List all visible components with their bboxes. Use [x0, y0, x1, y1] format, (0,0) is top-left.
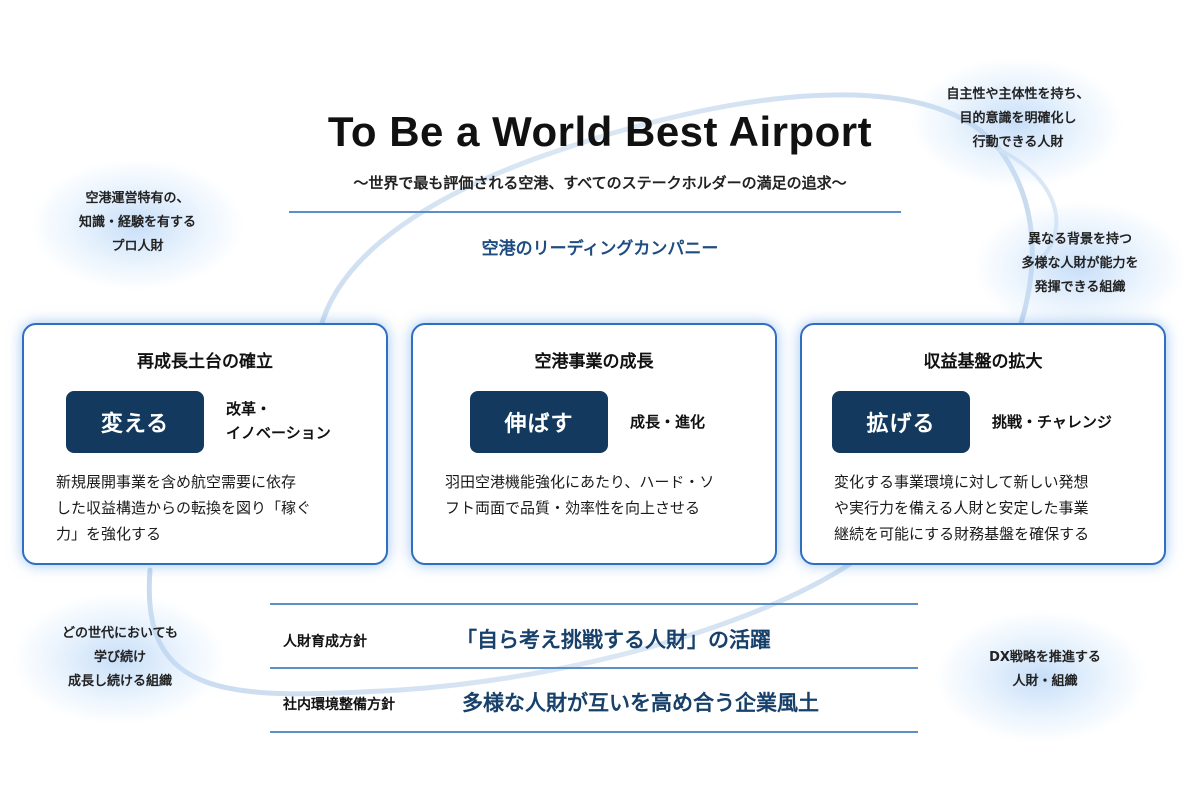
- card-tag-line: 挑戦・チャレンジ: [992, 413, 1112, 431]
- card-tag: 改革・ イノベーション: [226, 397, 331, 445]
- bubble-glow-mid-right: [975, 202, 1185, 332]
- desc-line: フト両面で品質・効率性を向上させる: [445, 499, 701, 517]
- bubble-glow-top-left: [32, 160, 242, 290]
- desc-line: 新規展開事業を含め航空需要に依存: [56, 473, 297, 491]
- policy-label-hr: 人財育成方針: [283, 634, 367, 650]
- bubble-glow-bottom-left: [14, 594, 224, 724]
- card-tag-line: 改革・: [226, 400, 272, 418]
- verb-badge: 伸ばす: [470, 391, 608, 453]
- bubble-line: 学び続け: [93, 650, 146, 665]
- bubble-glow-bottom-right: [936, 612, 1146, 742]
- bubble-line: 自主性や主体性を持ち、: [946, 87, 1090, 102]
- bubble-line: 目的意識を明確化し: [959, 111, 1077, 126]
- verb-badge: 拡げる: [832, 391, 970, 453]
- bubble-line: 成長し続ける組織: [67, 674, 172, 689]
- bubble-glow-top-right: [912, 58, 1122, 188]
- card-tag-line: 成長・進化: [630, 413, 706, 431]
- card-title: 収益基盤の拡大: [923, 352, 1043, 372]
- bubble-line: 行動できる人財: [972, 135, 1064, 150]
- bubble-line: 発揮できる組織: [1034, 280, 1126, 295]
- bubble-line: プロ人財: [111, 239, 164, 254]
- card-expansion: 収益基盤の拡大 拡げる 挑戦・チャレンジ 変化する事業環境に対して新しい発想 や…: [800, 323, 1166, 565]
- bubble-top-right: 自主性や主体性を持ち、 目的意識を明確化し 行動できる人財: [918, 83, 1118, 155]
- bubble-bottom-left: どの世代においても 学び続け 成長し続ける組織: [25, 622, 215, 694]
- leading-company-label: 空港のリーディングカンパニー: [481, 239, 719, 259]
- desc-line: や実行力を備える人財と安定した事業: [834, 499, 1089, 517]
- title-divider: [289, 211, 901, 213]
- desc-line: した収益構造からの転換を図り「稼ぐ: [56, 499, 312, 517]
- page-title: To Be a World Best Airport: [327, 108, 873, 155]
- bubble-line: 多様な人財が能力を: [1021, 256, 1139, 271]
- bubble-line: どの世代においても: [62, 626, 178, 641]
- verb-badge: 変える: [66, 391, 204, 453]
- card-foundation: 再成長土台の確立 変える 改革・ イノベーション 新規展開事業を含め航空需要に依…: [22, 323, 388, 565]
- policy-text-environment: 多様な人財が互いを高め合う企業風土: [462, 691, 819, 715]
- desc-line: 力」を強化する: [56, 525, 162, 543]
- desc-line: 羽田空港機能強化にあたり、ハード・ソ: [445, 473, 715, 491]
- bubble-bottom-right: DX戦略を推進する 人財・組織: [950, 646, 1140, 694]
- card-tag: 挑戦・チャレンジ: [992, 410, 1112, 434]
- card-tag-line: イノベーション: [226, 424, 331, 442]
- policy-label-environment: 社内環境整備方針: [283, 697, 395, 713]
- card-title: 空港事業の成長: [534, 352, 654, 372]
- bubble-line: 空港運営特有の、: [85, 191, 190, 206]
- desc-line: 変化する事業環境に対して新しい発想: [834, 473, 1089, 491]
- bubble-top-left: 空港運営特有の、 知識・経験を有する プロ人財: [45, 187, 230, 259]
- bubble-line: DX戦略を推進する: [989, 650, 1101, 665]
- bubble-mid-right: 異なる背景を持つ 多様な人財が能力を 発揮できる組織: [985, 228, 1175, 300]
- card-description: 新規展開事業を含め航空需要に依存 した収益構造からの転換を図り「稼ぐ 力」を強化…: [56, 469, 368, 547]
- card-growth: 空港事業の成長 伸ばす 成長・進化 羽田空港機能強化にあたり、ハード・ソ フト両…: [411, 323, 777, 565]
- policy-divider-top: [270, 603, 918, 605]
- card-title: 再成長土台の確立: [137, 352, 273, 372]
- card-tag: 成長・進化: [630, 410, 705, 434]
- page-subtitle: 〜世界で最も評価される空港、すべてのステークホルダーの満足の追求〜: [353, 174, 847, 192]
- card-description: 変化する事業環境に対して新しい発想 や実行力を備える人財と安定した事業 継続を可…: [834, 469, 1146, 547]
- card-description: 羽田空港機能強化にあたり、ハード・ソ フト両面で品質・効率性を向上させる: [445, 469, 757, 521]
- bubble-line: 知識・経験を有する: [78, 215, 196, 230]
- policy-divider-bottom: [270, 731, 918, 733]
- bubble-line: 人財・組織: [1012, 674, 1078, 689]
- bubble-line: 異なる背景を持つ: [1027, 232, 1132, 247]
- policy-text-hr: 「自ら考え挑戦する人財」の活躍: [456, 628, 771, 652]
- policy-divider-middle: [270, 667, 918, 669]
- desc-line: 継続を可能にする財務基盤を確保する: [834, 525, 1090, 543]
